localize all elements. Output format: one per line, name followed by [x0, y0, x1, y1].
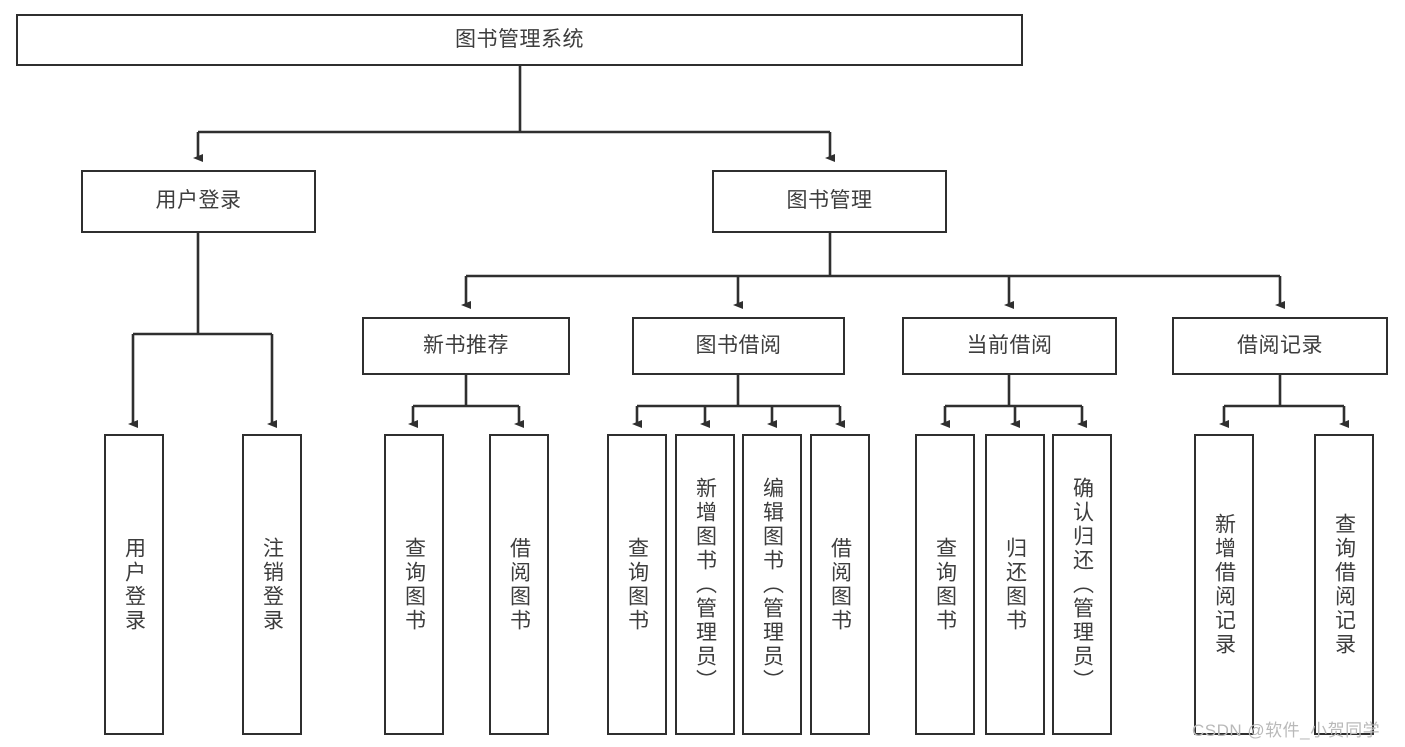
node-root-label: 图书管理系统	[455, 27, 584, 51]
node-leaf-user-login-label: 用户登录	[122, 536, 146, 633]
node-leaf-borrow-book-2-label: 借阅图书	[828, 536, 852, 633]
node-current-borrow-label: 当前借阅	[966, 333, 1053, 357]
node-user-login-label: 用户登录	[155, 189, 242, 213]
node-leaf-query-record[interactable]: 查询借阅记录	[1314, 434, 1374, 735]
node-book-borrow-label: 图书借阅	[695, 333, 782, 357]
node-new-book-recommendation-label: 新书推荐	[423, 333, 509, 357]
node-leaf-query-book-2[interactable]: 查询图书	[607, 434, 667, 735]
node-leaf-edit-book-label: 编辑图书（管理员）	[760, 476, 784, 693]
node-current-borrow[interactable]: 当前借阅	[902, 317, 1117, 375]
node-leaf-add-record[interactable]: 新增借阅记录	[1194, 434, 1254, 735]
node-leaf-return-book-label: 归还图书	[1003, 536, 1027, 633]
node-leaf-add-book-label: 新增图书（管理员）	[693, 476, 717, 693]
node-borrow-record[interactable]: 借阅记录	[1172, 317, 1388, 375]
node-leaf-edit-book[interactable]: 编辑图书（管理员）	[742, 434, 802, 735]
node-book-borrow[interactable]: 图书借阅	[632, 317, 845, 375]
node-leaf-add-book[interactable]: 新增图书（管理员）	[675, 434, 735, 735]
node-book-manage[interactable]: 图书管理	[712, 170, 947, 233]
node-leaf-confirm-return[interactable]: 确认归还（管理员）	[1052, 434, 1112, 735]
watermark: CSDN @软件_小贺同学	[1192, 721, 1381, 740]
node-leaf-query-book-3-label: 查询图书	[933, 536, 957, 633]
node-leaf-borrow-book-1-label: 借阅图书	[507, 536, 531, 633]
node-leaf-add-record-label: 新增借阅记录	[1212, 512, 1236, 657]
node-user-login[interactable]: 用户登录	[81, 170, 316, 233]
node-new-book-recommendation[interactable]: 新书推荐	[362, 317, 570, 375]
node-root[interactable]: 图书管理系统	[16, 14, 1023, 66]
node-leaf-user-login[interactable]: 用户登录	[104, 434, 164, 735]
node-leaf-query-record-label: 查询借阅记录	[1332, 512, 1356, 657]
node-leaf-borrow-book-2[interactable]: 借阅图书	[810, 434, 870, 735]
node-borrow-record-label: 借阅记录	[1237, 333, 1323, 357]
node-leaf-logout-label: 注销登录	[260, 536, 284, 633]
node-leaf-borrow-book-1[interactable]: 借阅图书	[489, 434, 549, 735]
node-leaf-query-book-3[interactable]: 查询图书	[915, 434, 975, 735]
node-leaf-query-book-2-label: 查询图书	[625, 536, 649, 633]
node-book-manage-label: 图书管理	[786, 189, 873, 213]
node-leaf-query-book-1-label: 查询图书	[402, 536, 426, 633]
node-leaf-confirm-return-label: 确认归还（管理员）	[1070, 476, 1094, 693]
node-leaf-return-book[interactable]: 归还图书	[985, 434, 1045, 735]
node-leaf-query-book-1[interactable]: 查询图书	[384, 434, 444, 735]
node-leaf-logout[interactable]: 注销登录	[242, 434, 302, 735]
